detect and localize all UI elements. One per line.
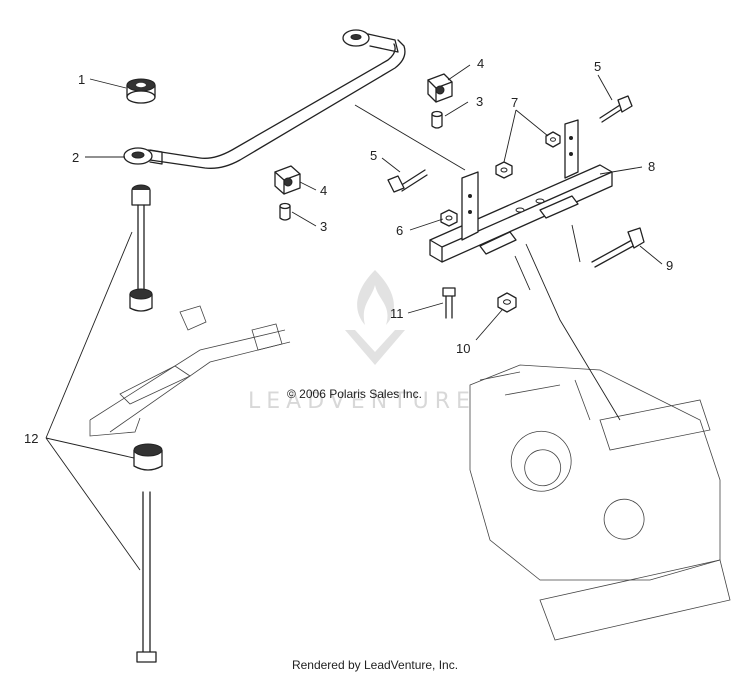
footer-credit: Rendered by LeadVenture, Inc.: [291, 658, 459, 672]
part-4-clamp-upper: [427, 73, 453, 103]
part-7-nuts: [495, 131, 561, 179]
part-3-spacer-lower: [279, 202, 291, 221]
callout-9: 9: [666, 258, 673, 273]
callout-5-upper: 5: [594, 59, 601, 74]
callout-4-upper: 4: [477, 56, 484, 71]
part-11-bolt: [442, 287, 456, 319]
callout-7: 7: [511, 95, 518, 110]
leader-lines: [45, 64, 663, 571]
callout-1: 1: [78, 72, 85, 87]
part-2-stabilizer-bar: [123, 29, 406, 169]
part-1-bushing: [126, 78, 156, 104]
a-arm: [89, 305, 291, 437]
part-10-nut: [497, 292, 517, 313]
callout-5-lower: 5: [370, 148, 377, 163]
part-12-end-link: [129, 184, 163, 663]
part-9-bolt: [591, 227, 645, 268]
part-5-bolt-upper: [599, 95, 633, 123]
callout-8: 8: [648, 159, 655, 174]
part-6-nut: [440, 209, 458, 227]
leadventure-watermark: LEADVENTURE: [248, 270, 476, 414]
callout-3-lower: 3: [320, 219, 327, 234]
callout-labels: 1 2 3 3 4 4 5 5 6 7 8 9 10 11 12: [24, 56, 673, 446]
callout-3-upper: 3: [476, 94, 483, 109]
callout-4-lower: 4: [320, 183, 327, 198]
watermark-text: LEADVENTURE: [248, 389, 476, 414]
part-5-bolt-lower: [387, 169, 428, 193]
part-4-clamp-lower: [274, 165, 301, 195]
callout-6: 6: [396, 223, 403, 238]
callout-11: 11: [390, 306, 404, 321]
part-3-spacer-upper: [431, 110, 443, 129]
engine-assembly: [469, 364, 731, 641]
copyright-text: © 2006 Polaris Sales Inc.: [287, 387, 422, 401]
callout-12: 12: [24, 431, 38, 446]
callout-10: 10: [456, 341, 470, 356]
part-8-crossmember: [429, 119, 613, 263]
callout-2: 2: [72, 150, 79, 165]
